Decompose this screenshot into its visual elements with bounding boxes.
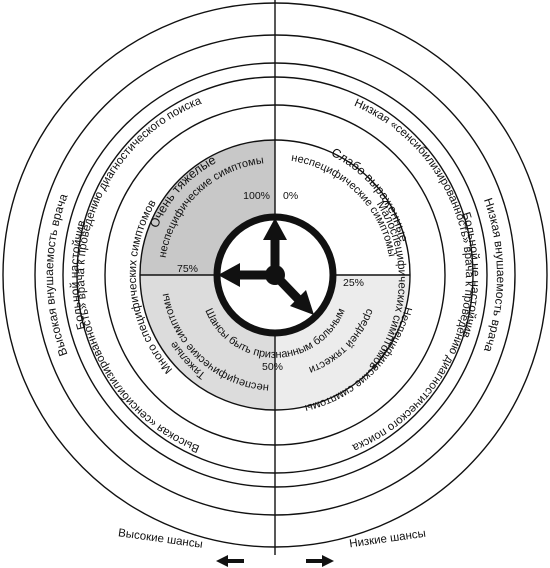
- pct-100: 100%: [243, 190, 270, 202]
- pct-50: 50%: [262, 361, 283, 373]
- right-outer-label: Низкая внушаемость врача: [481, 196, 508, 354]
- arrow-left: [218, 263, 275, 287]
- bottom-left-label: Высокие шансы: [117, 527, 203, 551]
- left-ring3-label: Больной настойчив: [67, 219, 88, 332]
- pct-75: 75%: [177, 263, 198, 275]
- arrow-up: [263, 218, 287, 275]
- bottom-right-label: Низкие шансы: [349, 528, 427, 551]
- arrow-down-right: [271, 271, 314, 315]
- pct-0: 0%: [283, 190, 298, 202]
- arrow-low-chances: [306, 555, 334, 567]
- pct-25: 25%: [343, 277, 364, 289]
- q-topright-line1: Слабо выраженные: [329, 145, 411, 243]
- central-dial: [213, 213, 337, 337]
- arrow-high-chances: [216, 555, 244, 567]
- left-outer-label: Высокая внушаемость врача: [42, 192, 71, 359]
